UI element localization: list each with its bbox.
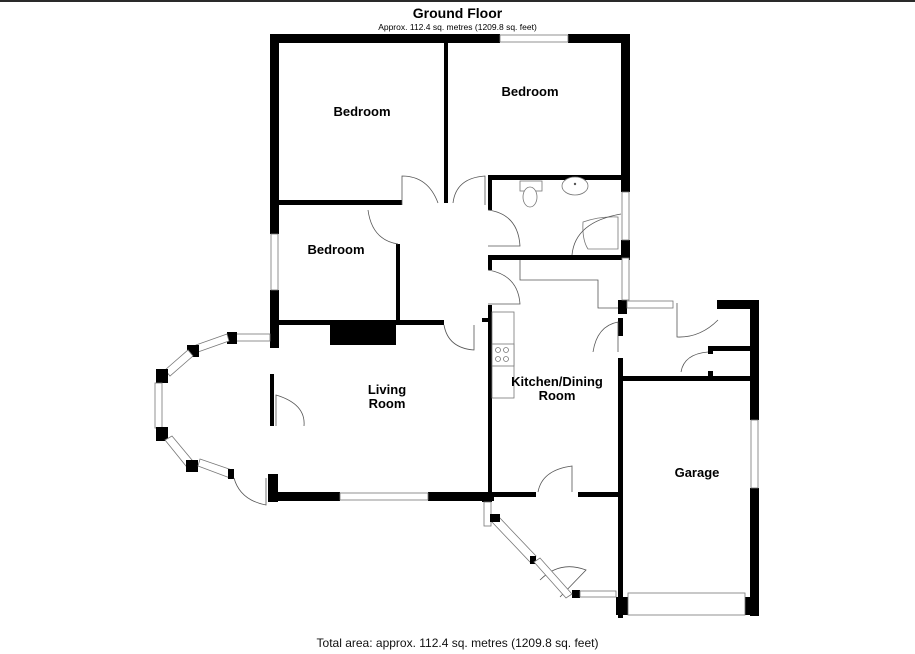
total-area-footer: Total area: approx. 112.4 sq. metres (12… xyxy=(316,636,599,650)
garage-door xyxy=(627,592,746,616)
window-bedroom-3 xyxy=(270,233,279,291)
window-living-room xyxy=(339,492,429,501)
hob-icon xyxy=(491,343,515,367)
room-label-garage: Garage xyxy=(675,465,720,480)
room-label-bedroom-1: Bedroom xyxy=(333,104,390,119)
walls xyxy=(268,34,759,618)
windows xyxy=(270,34,759,616)
top-border-line xyxy=(0,0,915,2)
window-utility xyxy=(626,300,674,309)
bay-window xyxy=(154,332,305,506)
fixtures xyxy=(491,176,622,399)
basin-icon xyxy=(561,176,589,196)
room-labels: Bedroom Bedroom Bedroom Living Room Kitc… xyxy=(307,84,719,480)
room-label-bedroom-2: Bedroom xyxy=(501,84,558,99)
shower-icon xyxy=(582,216,619,250)
floor-area-subtitle: Approx. 112.4 sq. metres (1209.8 sq. fee… xyxy=(378,22,537,32)
window-bedroom-2 xyxy=(499,34,569,43)
doors xyxy=(367,175,719,599)
window-garage xyxy=(750,419,759,489)
window-porch-side xyxy=(483,501,492,527)
floor-title: Ground Floor xyxy=(412,5,503,21)
window-porch xyxy=(579,590,617,598)
room-label-living-line1: Living xyxy=(368,382,406,397)
room-label-kitchen-line2: Room xyxy=(539,388,576,403)
room-label-bedroom-3: Bedroom xyxy=(307,242,364,257)
window-kitchen xyxy=(621,257,630,301)
toilet-icon xyxy=(522,186,538,208)
room-label-living-line2: Room xyxy=(369,396,406,411)
room-label-kitchen-line1: Kitchen/Dining xyxy=(511,374,603,389)
window-bathroom xyxy=(621,191,630,241)
